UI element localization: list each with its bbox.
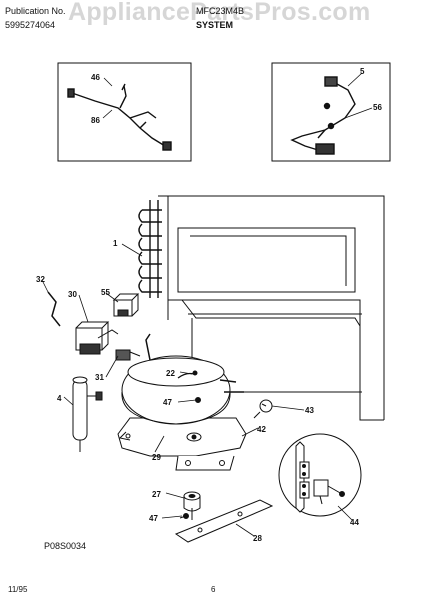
footer-date: 11/95 bbox=[8, 585, 28, 594]
mounting-hardware bbox=[174, 491, 274, 543]
section-title: SYSTEM bbox=[196, 20, 234, 30]
label-29: 29 bbox=[152, 453, 161, 462]
label-44: 44 bbox=[350, 518, 359, 527]
label-30: 30 bbox=[68, 290, 77, 299]
leader-lines bbox=[41, 72, 373, 537]
label-5: 5 bbox=[360, 67, 365, 76]
tube-clamp bbox=[253, 399, 273, 419]
label-42: 42 bbox=[257, 425, 266, 434]
label-55: 55 bbox=[101, 288, 110, 297]
label-1: 1 bbox=[113, 239, 118, 248]
inset-box-left bbox=[57, 62, 192, 162]
wire-harness-left bbox=[67, 83, 172, 151]
label-46: 46 bbox=[91, 73, 100, 82]
label-47-top: 47 bbox=[163, 398, 172, 407]
wire-harness-right bbox=[290, 76, 356, 155]
label-4: 4 bbox=[57, 394, 62, 403]
overload-protector bbox=[112, 293, 140, 317]
label-47-bottom: 47 bbox=[149, 514, 158, 523]
label-22: 22 bbox=[166, 369, 175, 378]
model-number: MFC23M4B bbox=[196, 6, 245, 16]
relay bbox=[75, 321, 119, 355]
label-32: 32 bbox=[36, 275, 45, 284]
page-number: 6 bbox=[211, 585, 216, 594]
filter-drier bbox=[72, 376, 103, 452]
diagram-code: P08S0034 bbox=[44, 541, 87, 551]
detail-circle bbox=[278, 433, 362, 517]
label-43: 43 bbox=[305, 406, 314, 415]
publication-label: Publication No. bbox=[5, 6, 66, 16]
publication-number: 5995274064 bbox=[5, 20, 56, 30]
compressor bbox=[117, 333, 247, 471]
inset-box-right bbox=[271, 62, 391, 162]
label-56: 56 bbox=[373, 103, 382, 112]
watermark: AppliancePartsPros.com bbox=[68, 0, 371, 26]
terminal-block bbox=[115, 349, 141, 361]
condenser-coil bbox=[138, 200, 162, 298]
capillary-tube bbox=[47, 291, 61, 327]
label-27: 27 bbox=[152, 490, 161, 499]
label-28: 28 bbox=[253, 534, 262, 543]
label-86: 86 bbox=[91, 116, 100, 125]
label-31: 31 bbox=[95, 373, 104, 382]
